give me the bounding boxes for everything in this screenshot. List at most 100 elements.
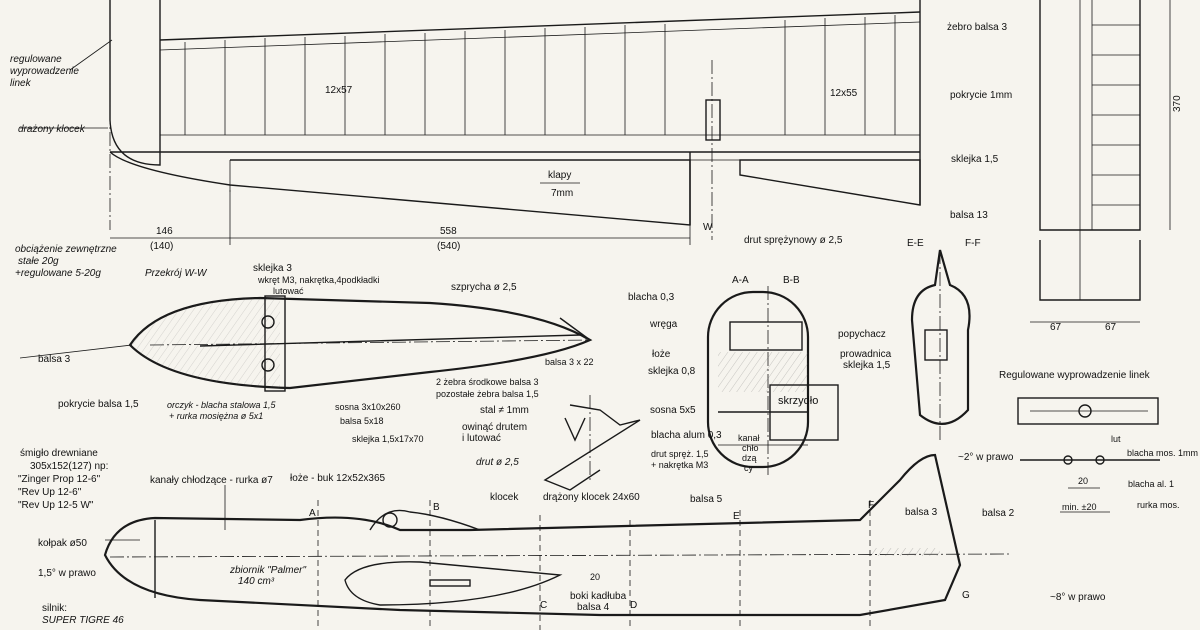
label-deg8: ~8° w prawo: [1050, 592, 1106, 603]
label-drut-sprezynowy: drut sprężynowy ø 2,5: [744, 235, 843, 246]
label-pozostale-zebra: pozostałe żebra balsa 1,5: [436, 389, 539, 399]
wing-planform: [20, 0, 921, 245]
label-sklejka08: sklejka 0,8: [648, 366, 696, 377]
dim-140: (140): [150, 241, 173, 252]
label-obciazenie-1: obciążenie zewnętrzne: [15, 244, 117, 255]
fuselage-sections-ef: E-E F-F popychacz prowadnica sklejka 1,5: [838, 238, 981, 440]
section-a: A: [309, 508, 316, 519]
dim-370: 370: [1172, 95, 1183, 112]
label-popychacz: popychacz: [838, 329, 886, 340]
section-c: C: [540, 600, 547, 611]
label-balsa3-left: balsa 3: [38, 354, 71, 365]
dim-146: 146: [156, 226, 173, 237]
label-smiglo-5: "Rev Up 12-5 W": [18, 500, 94, 511]
label-min20: min. ±20: [1062, 502, 1096, 512]
label-kanal-1: kanał: [738, 433, 760, 443]
label-kanal-3: dzą: [742, 453, 757, 463]
label-skrzydlo: skrzydło: [778, 395, 818, 407]
label-owinac-1: owinąć drutem: [462, 422, 527, 433]
label-zbiornik-2: 140 cm³: [238, 576, 275, 587]
label-pokrycie-balsa15: pokrycie balsa 1,5: [58, 399, 139, 410]
label-drazony-klocek: drażony klocek: [18, 124, 86, 135]
label-reg-title: Regulowane wyprowadzenie linek: [999, 370, 1151, 381]
label-klocek: klocek: [490, 492, 519, 503]
label-blacha-alum: blacha alum 0,3: [651, 430, 722, 441]
label-ff: F-F: [965, 238, 981, 249]
label-sosna5x5: sosna 5x5: [650, 405, 696, 416]
fuselage-side-view: [103, 453, 1011, 630]
label-silnik-2: SUPER TIGRE 46: [42, 615, 124, 626]
label-silnik-1: silnik:: [42, 603, 67, 614]
section-e: E: [733, 511, 740, 522]
label-wkret: wkręt M3, nakrętka,4podkładki: [257, 275, 380, 285]
dim-540: (540): [437, 241, 460, 252]
label-rib-12x55: 12x55: [830, 88, 858, 99]
section-g: G: [962, 590, 970, 601]
label-deg15: 1,5° w prawo: [38, 568, 96, 579]
label-loze-buk: łoże - buk 12x52x365: [290, 473, 386, 484]
label-smiglo-3: "Zinger Prop 12-6": [18, 474, 101, 485]
fuselage-labels: śmigło drewniane 305x152(127) np: "Zinge…: [18, 448, 1106, 626]
wing-section-ww: [19, 295, 593, 392]
label-blacha03: blacha 0,3: [628, 292, 675, 303]
label-stal1mm: stal ≠ 1mm: [480, 405, 529, 416]
label-przekroj-ww: Przekrój W-W: [145, 268, 208, 279]
label-zebro-balsa3: żebro balsa 3: [947, 22, 1007, 33]
label-balsa3x22: balsa 3 x 22: [545, 357, 594, 367]
label-blacha-mos: blacha mos. 1mm: [1127, 448, 1198, 458]
stabilizer-plan: żebro balsa 3 pokrycie 1mm sklejka 1,5 b…: [947, 0, 1183, 333]
label-smiglo-1: śmigło drewniane: [20, 448, 98, 459]
label-loze: łoże: [652, 349, 671, 360]
section-ww-labels: obciążenie zewnętrzne stałe 20g +regulow…: [15, 244, 675, 444]
label-kanaly: kanały chłodzące - rurka ø7: [150, 475, 273, 486]
label-smiglo-4: "Rev Up 12-6": [18, 487, 82, 498]
label-sklejka3: sklejka 3: [253, 263, 292, 274]
label-deg2: ~2° w prawo: [958, 452, 1014, 463]
label-zebra-srodkowe: 2 żebra środkowe balsa 3: [436, 377, 539, 387]
label-sklejka15: sklejka 1,5: [843, 360, 891, 371]
label-smiglo-2: 305x152(127) np:: [30, 461, 108, 472]
label-balsa2: balsa 2: [982, 508, 1015, 519]
wing-labels: regulowane wyprowadzenie linek drażony k…: [10, 54, 858, 252]
label-balsa13: balsa 13: [950, 210, 988, 221]
label-balsa5x18: balsa 5x18: [340, 416, 384, 426]
section-f: F: [868, 500, 874, 511]
label-wrega: wręga: [649, 319, 678, 330]
label-rurka: + rurka mosiężna ø 5x1: [169, 411, 263, 421]
label-drut25: drut ø 2,5: [476, 457, 519, 468]
label-sosna3x10: sosna 3x10x260: [335, 402, 401, 412]
label-rurka-mos: rurka mos.: [1137, 500, 1180, 510]
label-drazony-klocek-24: drążony klocek 24x60: [543, 492, 640, 503]
section-d: D: [630, 600, 637, 611]
label-klapy-dim: 7mm: [551, 188, 573, 199]
label-pokrycie1mm: pokrycie 1mm: [950, 90, 1012, 101]
fuselage-sections-ab: A-A B-B wręga łoże sklejka 0,8 skrzydło …: [648, 275, 839, 475]
label-bb: B-B: [783, 275, 800, 286]
line-outlet-detail: Regulowane wyprowadzenie linek lut blach…: [999, 370, 1198, 513]
bellcrank-detail: stal ≠ 1mm owinąć drutem i lutować drut …: [462, 395, 641, 491]
label-drut-sprez-1: drut spręż. 1,5: [651, 449, 709, 459]
label-orczyk: orczyk - blacha stalowa 1,5: [167, 400, 277, 410]
label-kanal-2: chło: [742, 443, 759, 453]
section-b: B: [433, 502, 440, 513]
label-kanal-4: cy: [744, 463, 754, 473]
label-lut: lut: [1111, 434, 1121, 444]
dim-558: 558: [440, 226, 457, 237]
label-boki-1: boki kadłuba: [570, 591, 627, 602]
label-obciazenie-3: +regulowane 5-20g: [15, 268, 101, 279]
dim-20: 20: [1078, 476, 1088, 486]
label-sklejka15x17: sklejka 1,5x17x70: [352, 434, 424, 444]
label-zbiornik-1: zbiornik "Palmer": [229, 565, 306, 576]
label-rib-12x57: 12x57: [325, 85, 353, 96]
label-regulowane-2: wyprowadzenie: [10, 66, 79, 77]
label-aa: A-A: [732, 275, 749, 286]
label-szprycha: szprycha ø 2,5: [451, 282, 517, 293]
label-regulowane-1: regulowane: [10, 54, 62, 65]
label-balsa5: balsa 5: [690, 494, 723, 505]
dim-20b: 20: [590, 572, 600, 582]
label-balsa3-fus: balsa 3: [905, 507, 938, 518]
label-obciazenie-2: stałe 20g: [18, 256, 59, 267]
label-sklejka15-tail: sklejka 1,5: [951, 154, 999, 165]
label-ee: E-E: [907, 238, 924, 249]
